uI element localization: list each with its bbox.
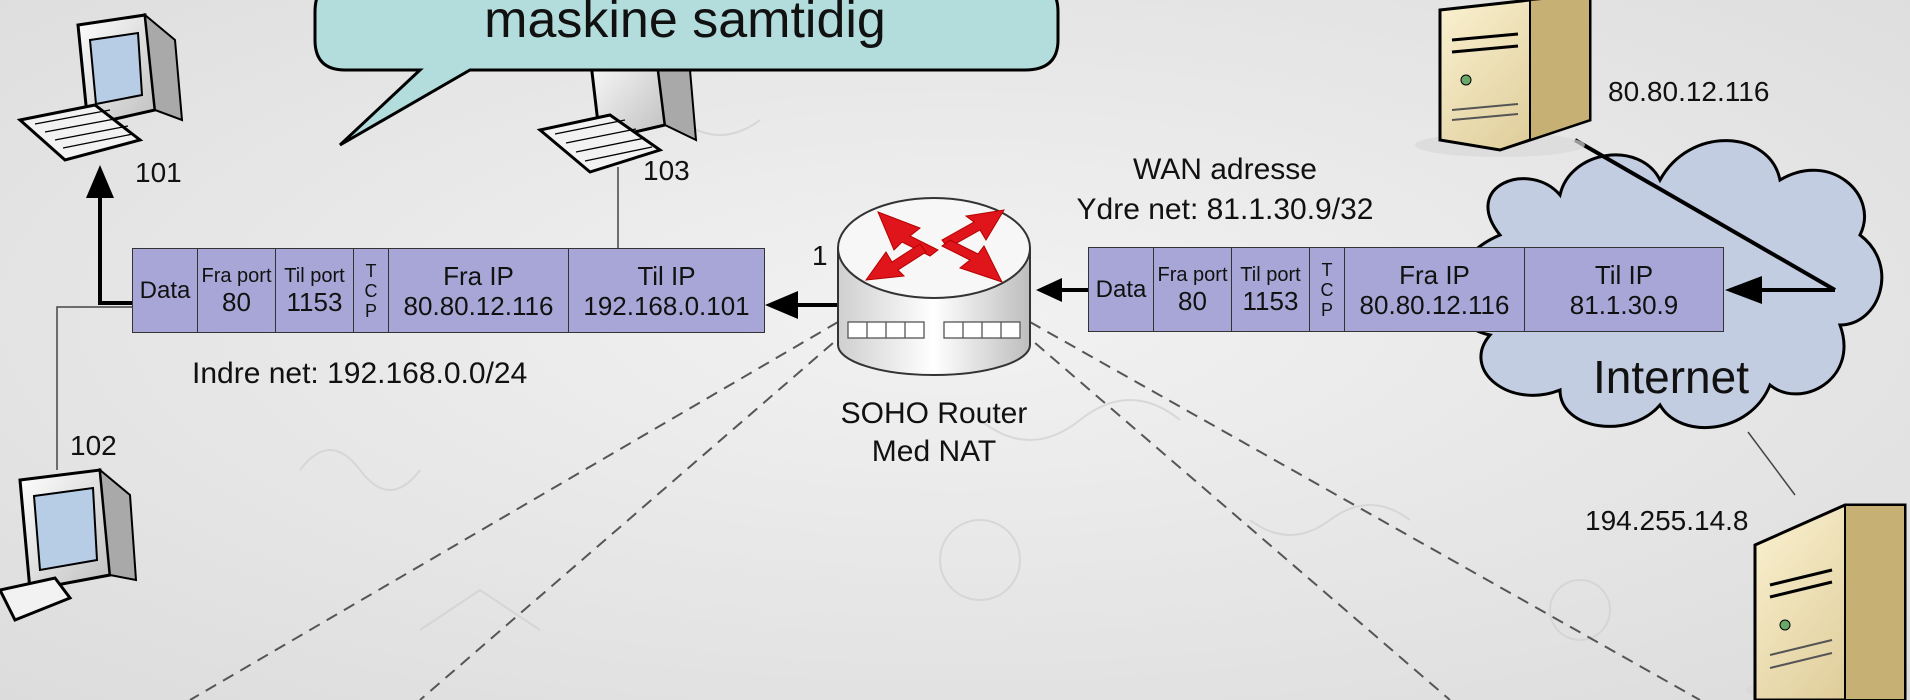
wan-label-line2: Ydre net: 81.1.30.9/32 [1076, 193, 1374, 226]
packet-right-til-ip: Til IP 81.1.30.9 [1569, 259, 1679, 320]
wan-label: WAN adresse Ydre net: 81.1.30.9/32 [1050, 150, 1400, 230]
connector-lines [56, 167, 1796, 496]
packet-right-til-port: Til port 1153 [1232, 248, 1310, 331]
packet-left-til-port: Til port 1153 [276, 249, 354, 332]
router-label-line2: Med NAT [871, 435, 997, 468]
packet-right-protocol: T C P [1310, 248, 1345, 331]
internet-label: Internet [1593, 351, 1749, 403]
packet-left: Data Fra port 80 Til port 1153 T C P Fra… [132, 248, 765, 333]
route-to-host-101 [98, 195, 135, 305]
server-icon-top [1415, 0, 1592, 157]
lan-label: Indre net: 192.168.0.0/24 [192, 357, 528, 390]
host-label-102: 102 [70, 430, 117, 461]
computer-icon-102 [0, 467, 138, 622]
router-port-label: 1 [812, 240, 828, 271]
callout-bubble [313, 0, 1060, 147]
server-icon-bottom [1745, 503, 1910, 700]
callout-text: maskine samtidig [484, 0, 886, 49]
packet-left-data: Data [133, 249, 198, 332]
arrow-to-router [1036, 278, 1062, 302]
router-label-line1: SOHO Router [840, 397, 1028, 430]
router-icon [837, 197, 1031, 376]
computer-icon-101 [16, 12, 184, 162]
packet-left-til-ip: Til IP 192.168.0.101 [583, 260, 750, 321]
server-label-bottom: 194.255.14.8 [1585, 505, 1749, 536]
packet-left-protocol: T C P [354, 249, 389, 332]
wan-label-line1: WAN adresse [1133, 153, 1317, 186]
arrow-up-to-host-101 [86, 165, 114, 198]
arrow-to-left-packet [765, 291, 798, 319]
dashed-links [189, 321, 1701, 700]
packet-right-fra-ip: Fra IP 80.80.12.116 [1345, 248, 1525, 331]
host-label-103: 103 [643, 155, 690, 186]
packet-right: Data Fra port 80 Til port 1153 T C P Fra… [1088, 247, 1724, 332]
router-label: SOHO Router Med NAT [824, 395, 1044, 471]
server-label-top: 80.80.12.116 [1608, 76, 1770, 107]
packet-left-fra-ip: Fra IP 80.80.12.116 [389, 249, 569, 332]
packet-right-fra-port: Fra port 80 [1154, 248, 1232, 331]
arrow-into-packet [1725, 276, 1762, 304]
host-label-101: 101 [135, 157, 182, 188]
packet-left-fra-port: Fra port 80 [198, 249, 276, 332]
packet-right-data: Data [1089, 248, 1154, 331]
wan-route [1574, 138, 1836, 292]
